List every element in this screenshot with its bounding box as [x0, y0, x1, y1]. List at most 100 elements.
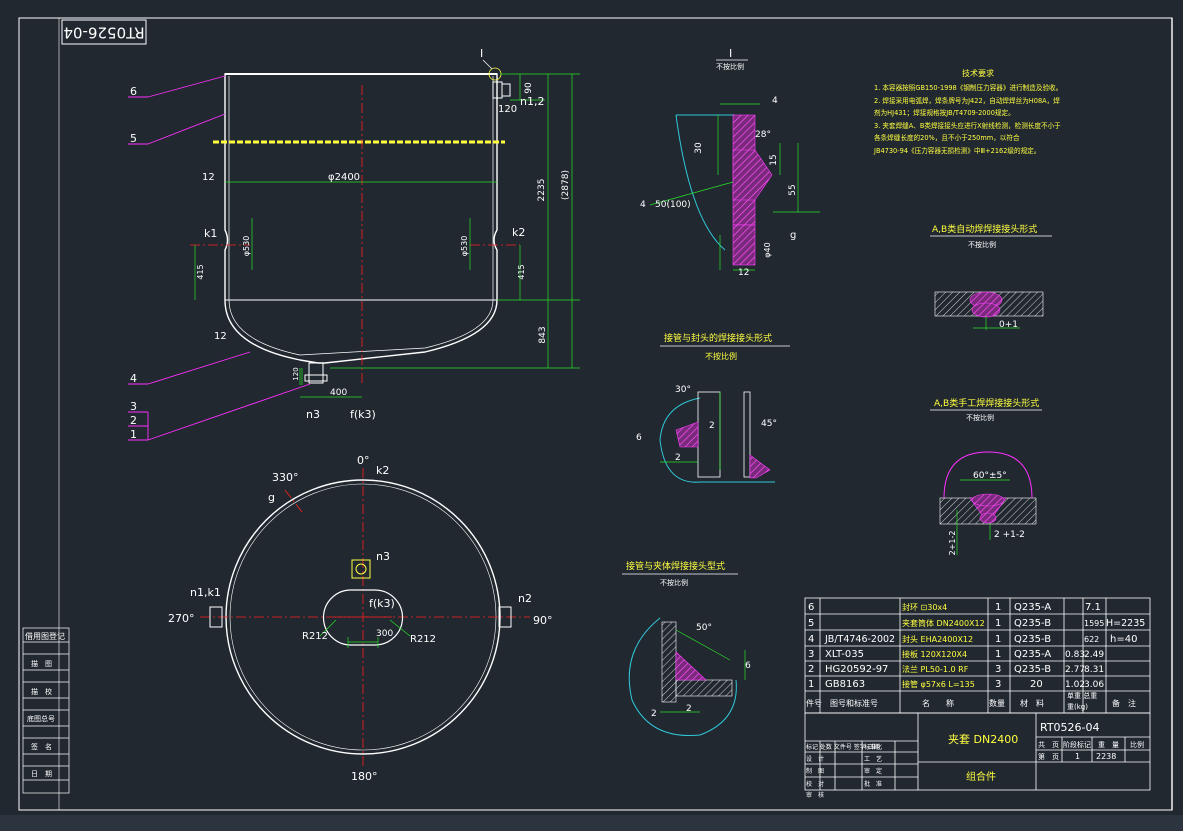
- bom-row-2-qty: 3: [995, 664, 1001, 675]
- approve-3: 批 准: [864, 780, 882, 788]
- auto-weld-detail: A,B类自动焊焊接接头形式 不按比例 0+1: [930, 223, 1052, 330]
- bom-header-wt: 单重 总重: [1067, 691, 1097, 700]
- title-page: 第 页: [1038, 752, 1059, 761]
- bom-row-4-note: h=40: [1110, 634, 1137, 645]
- dim-head-thk: 12: [214, 331, 227, 342]
- bom-row-2-mat: Q235-B: [1014, 664, 1051, 675]
- left-cell-4: 签 名: [31, 742, 52, 751]
- plan-label-k2: k2: [376, 464, 389, 477]
- tech-line-2: 2. 焊接采用电弧焊，焊条牌号为J422，自动焊焊丝为H08A，焊: [874, 96, 1060, 105]
- bom-row-1-qty: 3: [995, 679, 1001, 690]
- auto-weld-title: A,B类自动焊焊接接头形式: [932, 223, 1037, 235]
- label-n3: n3: [306, 408, 320, 421]
- title-qty: 1: [1075, 752, 1080, 761]
- bom-row-2-unit: 2.77: [1065, 665, 1085, 675]
- manual-weld-detail: A,B类手工焊焊接接头形式 不按比例 60°±5° 2 +1-2 2+1-2: [930, 397, 1042, 555]
- sign-check: 校 对: [806, 780, 824, 788]
- detail-i: I 不按比例 4 30 28° 15 55 4 50(100) φ40 g 12: [640, 47, 820, 278]
- plan-label-300: 300: [376, 629, 393, 639]
- sign-header: 标记 处数 文件号 签字 日期: [806, 743, 880, 751]
- bom-row-6-qty: 1: [995, 602, 1001, 613]
- title-weight: 2238: [1096, 752, 1116, 761]
- nozzle-n2-plan: [498, 606, 512, 628]
- approve-1: 工 艺: [864, 755, 882, 763]
- dim-843: 843: [538, 326, 548, 343]
- code-stamp: RT0526-04: [61, 19, 147, 45]
- angle-90: 90°: [533, 614, 553, 627]
- jacket-shell-inner: [228, 76, 494, 356]
- bom-row-2-no: 2: [808, 664, 814, 675]
- sign-design: 设 计: [806, 755, 824, 763]
- dim-415-left: 415: [196, 264, 205, 279]
- joint-head-detail: 接管与封头的焊接接头形式 不按比例 30° 45° 6 2 2: [636, 332, 790, 483]
- tech-line-3: 剂为HJ431；焊接规格按JB/T4709-2000规定。: [874, 108, 1015, 117]
- status-strip: [0, 815, 1183, 831]
- detail-i-55: 55: [788, 184, 798, 195]
- bom-row-5-no: 5: [808, 618, 814, 629]
- nozzle-n1-plan: [209, 606, 223, 628]
- label-fk3: f(k3): [350, 408, 376, 421]
- detail-i-weld2: 50(100): [655, 200, 691, 210]
- bom-row-2-total: 8.31: [1084, 665, 1104, 675]
- bom-row-1-total: 3.06: [1084, 680, 1104, 690]
- manual-weld-gap: 2 +1-2: [994, 530, 1025, 540]
- plan-label-n3: n3: [376, 550, 390, 563]
- joint-head-6: 6: [636, 433, 642, 443]
- bom-row-4-total: 622: [1084, 635, 1099, 644]
- plan-label-n2: n2: [518, 592, 532, 605]
- tech-line-4: 3. 夹套焊缝A、B类焊接接头应进行X射线检测，检测长度不小于: [874, 121, 1061, 130]
- bom-row-5-qty: 1: [995, 618, 1001, 629]
- bom-row-6-mat: Q235-A: [1014, 602, 1051, 613]
- dim-530-left: φ530: [242, 236, 251, 257]
- nozzle-n1-pipe: [501, 83, 511, 97]
- left-cell-2: 描 校: [31, 687, 52, 696]
- plan-label-fk3: f(k3): [369, 597, 395, 610]
- dim-400: 400: [330, 388, 347, 398]
- dim-120-top: 120: [498, 104, 517, 115]
- nozzle-n3-plan: [351, 559, 371, 579]
- joint-jacket-detail: 接管与夹体焊接接头型式 不按比例 50° 6 2 2: [622, 560, 751, 737]
- plan-label-r212-right: R212: [410, 634, 436, 645]
- joint-head-title: 接管与封头的焊接接头形式: [664, 332, 772, 344]
- left-register-strip: [22, 627, 70, 794]
- tech-requirements: 技术要求 1. 本容器按照GB150-1998《钢制压力容器》进行制造及验收。 …: [873, 68, 1062, 155]
- bom-row-1-std: GB8163: [825, 679, 865, 690]
- detail-i-title: I: [729, 47, 732, 60]
- angle-270: 270°: [168, 612, 195, 625]
- joint-jacket-2a: 2: [651, 709, 657, 719]
- approve-0: 标准化: [864, 743, 882, 751]
- tech-line-6: JB4730-94《压力容器无损检测》中Ⅲ+2162级的规定。: [873, 146, 1040, 155]
- angle-330: 330°: [272, 471, 299, 484]
- bom-row-2-std: HG20592-97: [825, 664, 888, 675]
- dim-2878: (2878): [561, 170, 571, 200]
- tech-line-5: 各条焊缝长度的20%，且不小于250mm，以符合: [874, 133, 1020, 142]
- dim-thk-12: 12: [202, 172, 215, 183]
- dim-90: 90: [524, 82, 534, 94]
- tech-title: 技术要求: [962, 68, 994, 78]
- bom-row-3-unit: 0.83: [1065, 650, 1085, 660]
- bom-header-qty: 数量: [989, 698, 1005, 708]
- code-stamp-text: RT0526-04: [63, 24, 144, 42]
- label-k2: k2: [512, 226, 525, 239]
- bom-row-1-no: 1: [808, 679, 814, 690]
- joint-jacket-scale: 不按比例: [660, 578, 688, 587]
- bom-row-1-mat: 20: [1030, 679, 1043, 690]
- joint-head-2a: 2: [709, 421, 715, 431]
- bom-row-2-name: 法兰 PL50-1.0 RF: [902, 664, 969, 674]
- detail-i-28: 28°: [755, 130, 771, 140]
- bom-header-mat: 材 料: [1020, 698, 1044, 708]
- jacket-shell: [224, 73, 498, 364]
- dim-2235: 2235: [537, 179, 547, 202]
- left-cell-0: 借用图登记: [25, 631, 65, 641]
- joint-jacket-50: 50°: [696, 623, 712, 633]
- left-cell-1: 描 图: [31, 659, 52, 668]
- title-sub: 组合件: [966, 770, 996, 783]
- plan-label-n1k1: n1,k1: [190, 586, 221, 599]
- bom-header-wt2: 重(kg): [1067, 703, 1088, 711]
- bom-header-no: 件号: [806, 698, 822, 708]
- left-cell-5: 日 期: [31, 770, 52, 778]
- bom-row-1-name: 接管 φ57x6 L=135: [902, 679, 975, 689]
- bom-row-4-std: JB/T4746-2002: [824, 634, 895, 645]
- joint-jacket-2b: 2: [686, 704, 692, 714]
- manual-weld-title: A,B类手工焊焊接接头形式: [934, 397, 1039, 409]
